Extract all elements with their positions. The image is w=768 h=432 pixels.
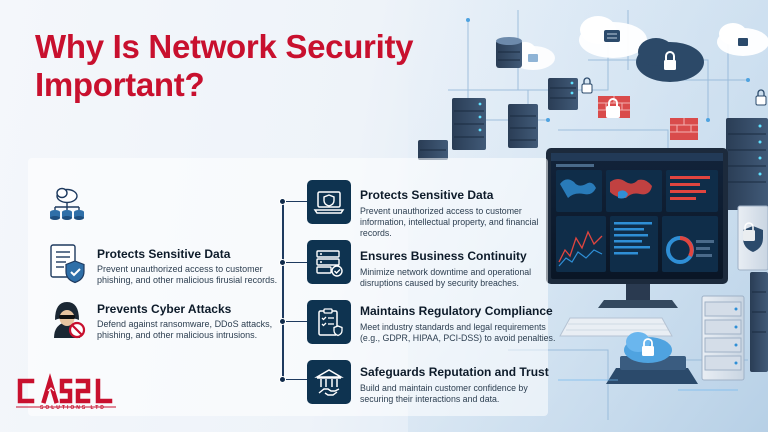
timeline-connector [286, 201, 307, 202]
timeline-item-protects-data: Protects Sensitive Data Prevent unauthor… [360, 188, 560, 239]
server-stack [452, 98, 486, 150]
server-tower [750, 272, 768, 372]
cloud-icon [717, 23, 768, 56]
firewall-icon [670, 118, 698, 140]
timeline-item-regulatory-compliance: Maintains Regulatory Compliance Meet ind… [360, 304, 560, 344]
lock-icon [743, 222, 755, 241]
bank-handshake-icon [307, 360, 351, 404]
timeline-item-business-continuity: Ensures Business Continuity Minimize net… [360, 249, 560, 289]
timeline-item-reputation-trust: Safeguards Reputation and Trust Build an… [360, 365, 560, 405]
timeline-dot [279, 198, 286, 205]
page-title: Why Is Network Security Important? [35, 28, 414, 103]
server-tower [726, 118, 768, 210]
server-stack [548, 78, 578, 110]
firewall-icon [598, 96, 630, 118]
lock-icon [755, 89, 767, 106]
security-dashboard-monitor [546, 148, 728, 308]
server-check-icon [307, 240, 351, 284]
item-description: Meet industry standards and legal requir… [360, 322, 556, 343]
timeline-dot [279, 376, 286, 383]
server-stack [418, 140, 448, 160]
network-cloud-icon [46, 185, 88, 223]
clipboard-check-icon [307, 300, 351, 344]
logo-subtitle: SOLUTIONS LTD [40, 405, 106, 411]
item-heading: Maintains Regulatory Compliance [360, 304, 553, 318]
timeline-dot [279, 259, 286, 266]
document-shield-icon [46, 242, 88, 284]
left-item-prevents-attacks: Prevents Cyber Attacks Defend against ra… [97, 302, 282, 341]
timeline-dot [279, 318, 286, 325]
company-logo [16, 373, 116, 408]
laptop-shield-icon [307, 180, 351, 224]
timeline-connector [286, 321, 307, 322]
left-item-protects-data: Protects Sensitive Data Prevent unauthor… [97, 247, 282, 286]
cloud-icon [579, 16, 647, 58]
timeline-connector [286, 379, 307, 380]
lock-icon [581, 77, 593, 94]
item-description: Prevent unauthorized access to customer … [360, 206, 539, 238]
item-description: Build and maintain customer confidence b… [360, 383, 528, 404]
server-tower [701, 295, 745, 381]
item-description: Prevent unauthorized access to customer … [97, 264, 278, 285]
item-description: Defend against ransomware, DDoS attacks,… [97, 319, 273, 340]
timeline-line [282, 200, 284, 380]
network-security-illustration [408, 0, 768, 432]
cloud-lock-device [606, 332, 698, 384]
item-heading: Ensures Business Continuity [360, 249, 527, 263]
item-heading: Safeguards Reputation and Trust [360, 365, 549, 379]
timeline-connector [286, 262, 307, 263]
hacker-icon [46, 298, 88, 340]
cloud-lock-icon [636, 38, 704, 82]
item-heading: Protects Sensitive Data [97, 247, 231, 261]
item-description: Minimize network downtime and operationa… [360, 267, 532, 288]
item-heading: Prevents Cyber Attacks [97, 302, 232, 316]
server-stack [496, 37, 522, 68]
server-stack [508, 104, 538, 148]
keyboard [559, 317, 673, 337]
item-heading: Protects Sensitive Data [360, 188, 494, 202]
